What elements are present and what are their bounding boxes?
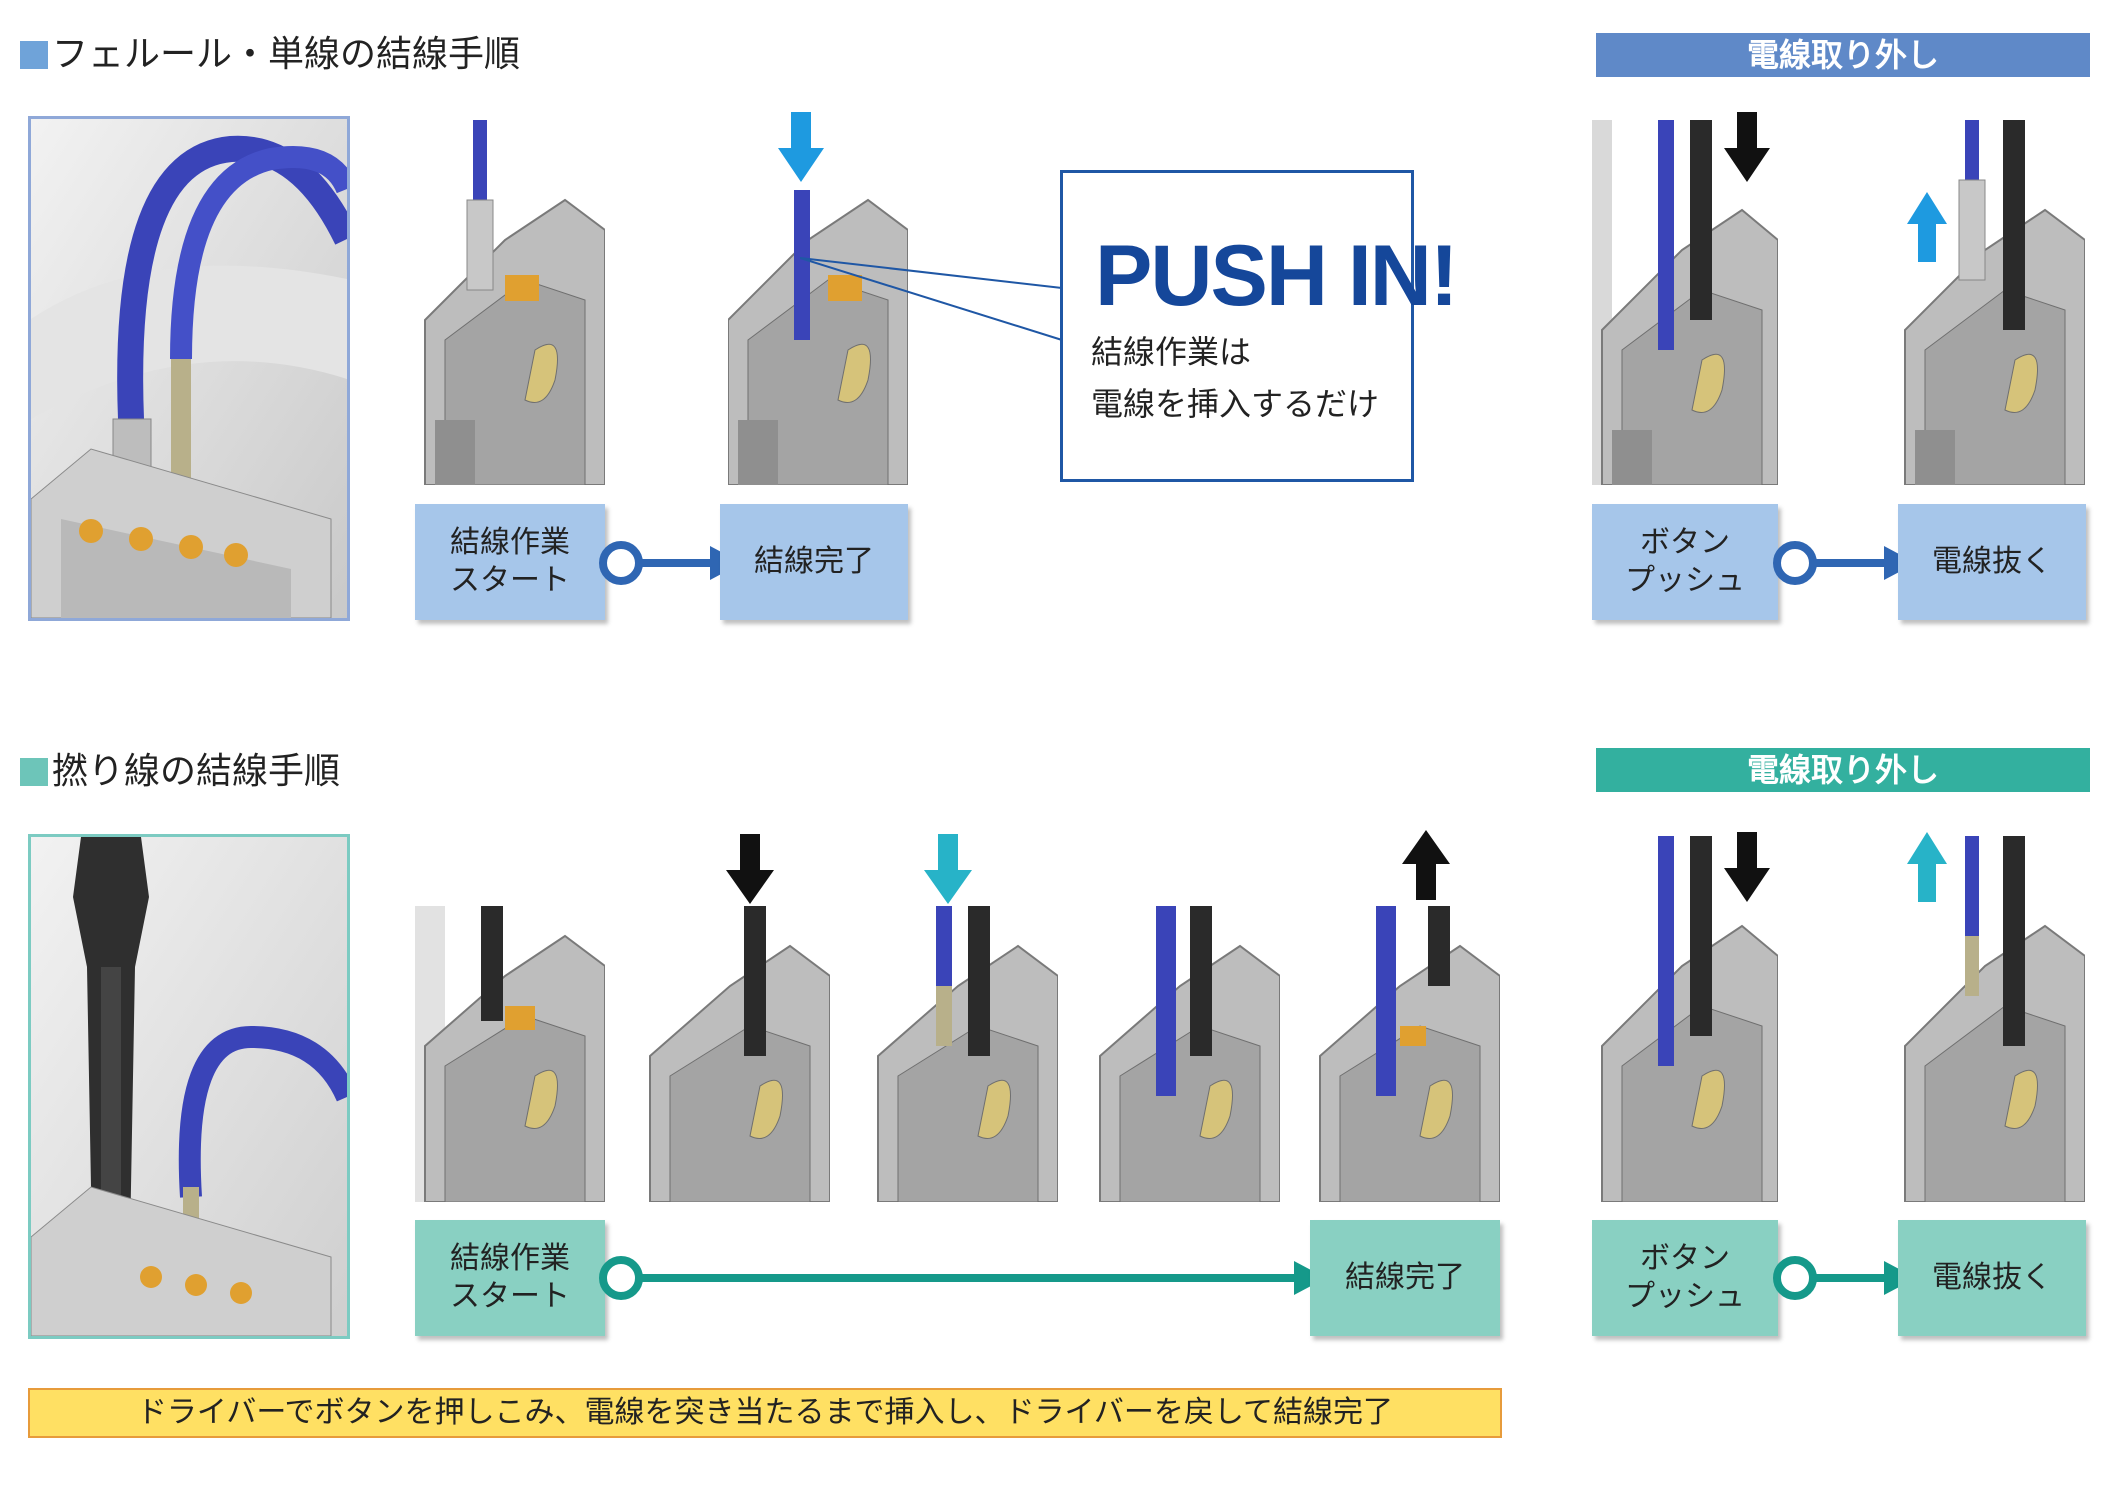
stranded-start-box: 結線作業 スタート <box>415 1220 605 1336</box>
stranded-removal-image-pull <box>1895 836 2085 1202</box>
stranded-wire-photo <box>28 834 350 1339</box>
section2-removal-bar: 電線取り外し <box>1596 748 2090 792</box>
section1-marker <box>20 41 48 69</box>
stranded-removal-push-box: ボタン プッシュ <box>1592 1220 1778 1336</box>
removal-pull-box: 電線抜く <box>1898 504 2086 620</box>
ferrule-wire-photo <box>28 116 350 621</box>
section2-removal-title: 電線取り外し <box>1746 751 1939 789</box>
stranded-flow-arrow <box>599 1256 1326 1300</box>
section1-title: フェルール・単線の結線手順 <box>20 35 520 75</box>
push-in-line2: 電線を挿入するだけ <box>1091 385 1380 423</box>
push-in-title: PUSH IN! <box>1095 228 1458 324</box>
stranded-button-push-arrow-icon <box>1724 832 1770 902</box>
section1-title-text: フェルール・単線の結線手順 <box>52 34 521 75</box>
section1-removal-title: 電線取り外し <box>1746 36 1939 74</box>
driver-push-arrow-icon <box>726 834 774 904</box>
stranded-step-image-1 <box>415 906 605 1202</box>
step-start-box: 結線作業 スタート <box>415 504 605 620</box>
section2-title-text: 撚り線の結線手順 <box>52 751 341 792</box>
stranded-removal-flow-arrow <box>1773 1256 1916 1300</box>
button-push-arrow-icon <box>1724 112 1770 182</box>
step-image-ferrule-done <box>728 110 908 485</box>
removal-image-push <box>1592 120 1778 485</box>
stranded-done-box: 結線完了 <box>1310 1220 1500 1336</box>
stranded-step-image-4 <box>1090 906 1280 1202</box>
section2-title: 撚り線の結線手順 <box>20 752 340 792</box>
section1-removal-bar: 電線取り外し <box>1596 33 2090 77</box>
wire-insert-arrow-icon <box>924 834 972 904</box>
push-in-callout: PUSH IN! 結線作業は 電線を挿入するだけ <box>1060 170 1458 482</box>
pull-up-arrow-icon <box>1907 192 1947 262</box>
stranded-removal-pull-box: 電線抜く <box>1898 1220 2086 1336</box>
procedure-note: ドライバーでボタンを押しこみ、電線を突き当たるまで挿入し、ドライバーを戻して結線… <box>28 1388 1502 1438</box>
stranded-step-image-5 <box>1310 906 1500 1202</box>
section2-marker <box>20 758 48 786</box>
step-done-box: 結線完了 <box>720 504 908 620</box>
push-in-line1: 結線作業は <box>1091 333 1252 371</box>
removal-image-pull <box>1895 120 2085 485</box>
callout-lines <box>800 257 1063 341</box>
removal-push-box: ボタン プッシュ <box>1592 504 1778 620</box>
driver-release-arrow-icon <box>1402 830 1450 900</box>
push-down-arrow-icon <box>778 112 824 182</box>
stranded-removal-image-push <box>1592 836 1778 1202</box>
stranded-step-image-2 <box>640 906 830 1202</box>
step-image-ferrule-start <box>415 120 605 485</box>
stranded-step-image-3 <box>868 906 1058 1202</box>
stranded-pull-up-arrow-icon <box>1907 832 1947 902</box>
